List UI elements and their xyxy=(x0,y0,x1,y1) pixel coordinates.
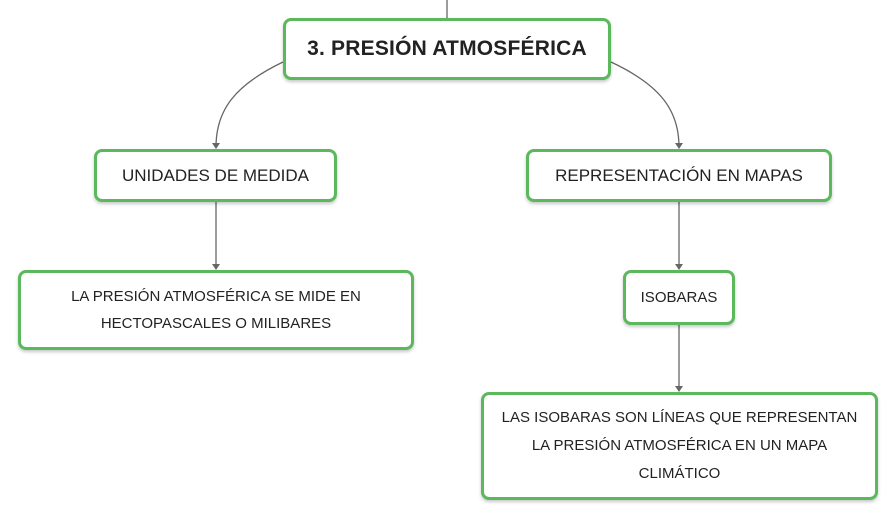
node-representacion-en-mapas-label: REPRESENTACIÓN EN MAPAS xyxy=(555,165,803,185)
node-isobaras-definicion-label: LAS ISOBARAS SON LÍNEAS QUE REPRESENTAN … xyxy=(501,409,858,482)
node-representacion-en-mapas[interactable]: REPRESENTACIÓN EN MAPAS xyxy=(526,149,832,202)
arrowhead-maps xyxy=(675,143,683,149)
root-node-label: 3. PRESIÓN ATMOSFÉRICA xyxy=(307,37,587,60)
connector-root-to-maps xyxy=(610,61,680,148)
node-presion-se-mide[interactable]: LA PRESIÓN ATMOSFÉRICA SE MIDE EN HECTOP… xyxy=(18,270,414,350)
arrowhead-isobaras xyxy=(675,264,683,270)
node-unidades-de-medida-label: UNIDADES DE MEDIDA xyxy=(121,165,310,185)
connector-root-to-units xyxy=(215,61,284,148)
node-isobaras-definicion[interactable]: LAS ISOBARAS SON LÍNEAS QUE REPRESENTAN … xyxy=(481,392,878,500)
node-presion-se-mide-label: LA PRESIÓN ATMOSFÉRICA SE MIDE EN HECTOP… xyxy=(71,288,361,332)
arrowhead-isobaras-detail xyxy=(675,386,683,392)
root-node[interactable]: 3. PRESIÓN ATMOSFÉRICA xyxy=(283,18,611,80)
arrowhead-units xyxy=(212,143,220,149)
node-isobaras-label: ISOBARAS xyxy=(640,289,718,306)
node-unidades-de-medida[interactable]: UNIDADES DE MEDIDA xyxy=(94,149,337,202)
node-isobaras[interactable]: ISOBARAS xyxy=(623,270,735,325)
arrowhead-units-detail xyxy=(212,264,220,270)
